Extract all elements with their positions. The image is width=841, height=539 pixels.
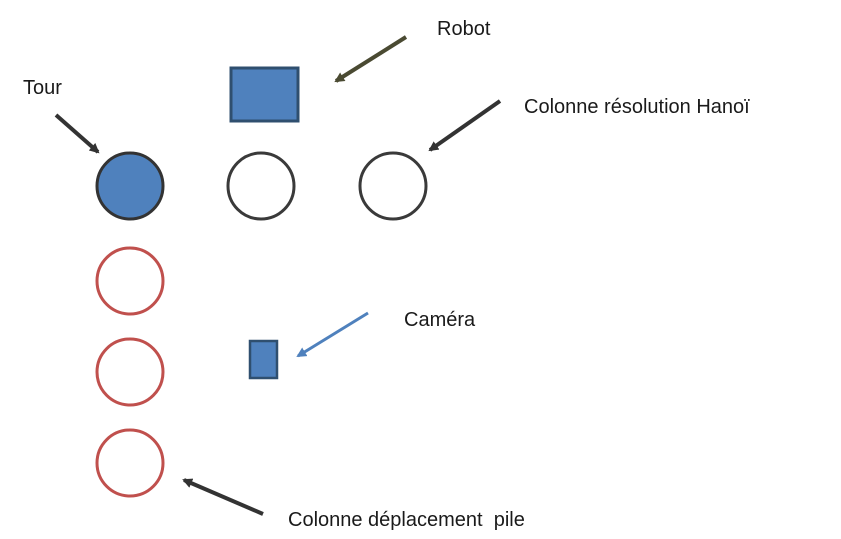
hanoi-column-circle (226, 151, 296, 221)
tour-label: Tour (23, 77, 62, 99)
robot-rectangle-icon (229, 66, 300, 123)
robot-label: Robot (437, 18, 491, 40)
tour-arrow (54, 113, 100, 154)
stack-column-label: Colonne déplacement pile (288, 509, 525, 531)
stack-column-circle (95, 337, 165, 407)
hanoi-column-label: Colonne résolution Hanoï (524, 96, 750, 118)
camera-rectangle-icon (248, 339, 279, 380)
stack-column-circle (95, 428, 165, 498)
stack-column-arrow (182, 478, 264, 516)
hanoi-column-circle (358, 151, 428, 221)
hanoi-column-arrow (428, 99, 502, 152)
robot-arrow (334, 35, 408, 83)
stack-column-circle (95, 246, 165, 316)
camera-arrow (296, 311, 369, 358)
tower-circle-icon (95, 151, 165, 221)
camera-label: Caméra (404, 309, 476, 331)
